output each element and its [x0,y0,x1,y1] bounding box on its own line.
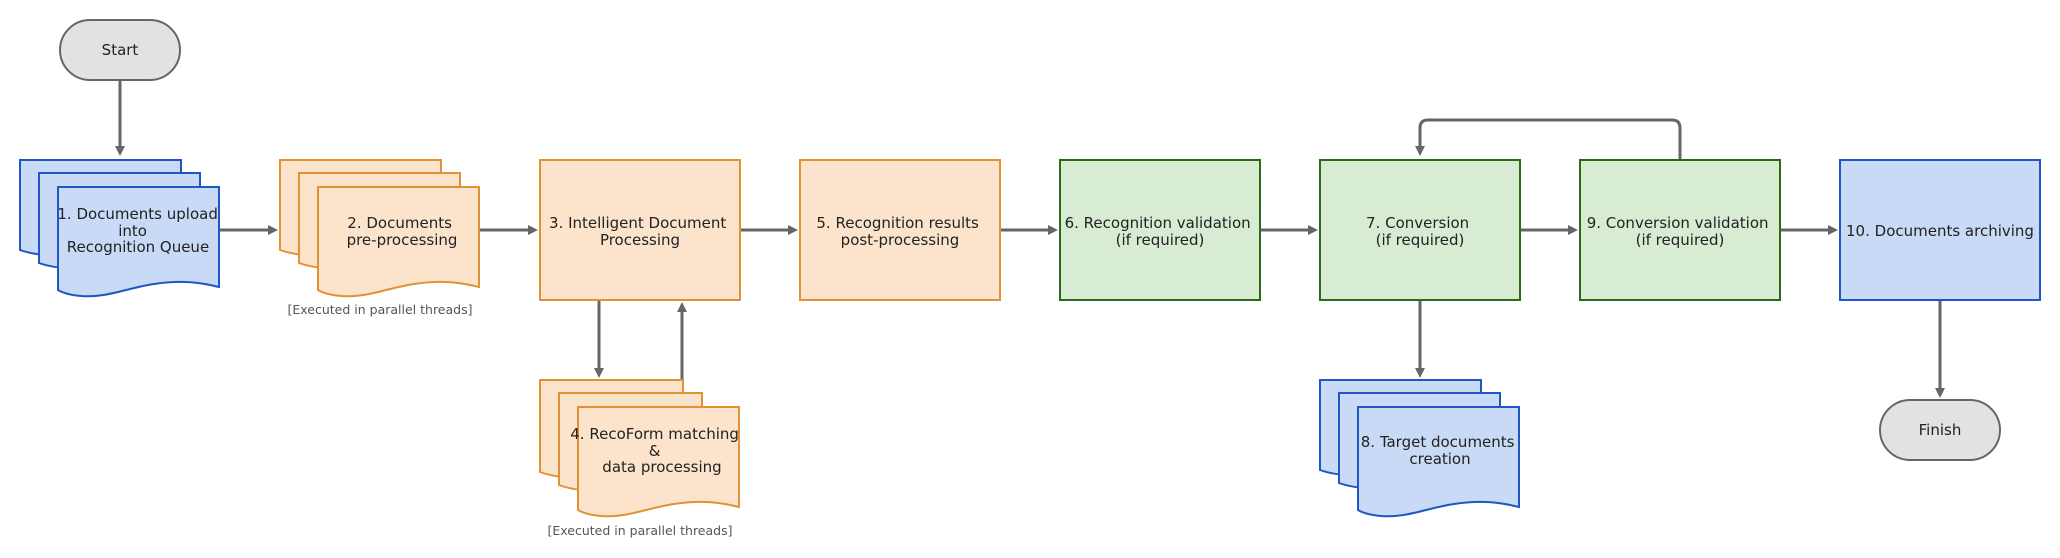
step-3-intelligent-document-processing: 3. Intelligent Document Processing [539,159,741,301]
step-3-line-1: 3. Intelligent Document [549,214,726,232]
svg-text:6. Recognition validation: 6. Recognition validation (if required) [1065,214,1256,249]
step-7-conversion: 7. Conversion (if required) [1319,159,1521,301]
svg-text:8. Target documents crea: 8. Target documents creation [1361,433,1520,468]
step-1-line-2: into [118,222,147,240]
step-1-line-3: Recognition Queue [67,238,209,256]
step-1-documents-upload: 1. Documents upload into Recognition Que… [19,159,222,298]
svg-text:7. Conversion (if requir: 7. Conversion (if required) [1366,214,1474,249]
step-2-line-1: 2. Documents [347,214,452,232]
step-5-line-2: post-processing [841,231,960,249]
step-9-line-2: (if required) [1636,231,1725,249]
svg-text:10. Documents archiving: 10. Documents archiving [1846,222,2034,240]
step-8-target-documents-creation: 8. Target documents creation [1319,379,1520,518]
svg-text:4. RecoForm matching &: 4. RecoForm matching & data processing [570,425,743,476]
start-terminal: Start [59,19,181,81]
step-6-line-1: 6. Recognition validation [1065,214,1251,232]
step-6-recognition-validation: 6. Recognition validation (if required) [1059,159,1261,301]
svg-text:3. Intelligent Document: 3. Intelligent Document Processing [549,214,731,249]
step-2-documents-preprocessing: 2. Documents pre-processing [279,159,480,298]
parallel-threads-note-1: [Executed in parallel threads] [288,302,473,317]
step-3-line-2: Processing [600,231,680,249]
step-1-line-1: 1. Documents upload [57,205,217,223]
step-2-line-2: pre-processing [347,231,458,249]
edge-9-loop-to-7 [1415,118,1682,160]
step-8-line-2: creation [1409,450,1470,468]
finish-terminal: Finish [1879,399,2001,461]
step-5-recognition-results-postprocessing: 5. Recognition results post-processing [799,159,1001,301]
step-9-conversion-validation: 9. Conversion validation (if required) [1579,159,1781,301]
svg-text:Start: Start [102,41,139,59]
finish-label: Finish [1919,421,1962,439]
svg-text:5. Recognition results p: 5. Recognition results post-processing [816,214,983,249]
step-4-line-1: 4. RecoForm matching [570,425,739,443]
svg-text:9. Conversion validation: 9. Conversion validation (if required) [1587,214,1774,249]
step-7-line-2: (if required) [1376,231,1465,249]
start-label: Start [102,41,139,59]
step-10-line-1: 10. Documents archiving [1846,222,2034,240]
edges [115,80,1945,398]
step-5-line-1: 5. Recognition results [816,214,979,232]
step-4-line-2: & [649,442,661,460]
step-6-line-2: (if required) [1116,231,1205,249]
step-10-documents-archiving: 10. Documents archiving [1839,159,2041,301]
step-9-line-1: 9. Conversion validation [1587,214,1769,232]
svg-text:1. Documents upload into: 1. Documents upload into Recognition Que… [57,205,222,256]
svg-text:2. Documents pre-process: 2. Documents pre-processing [347,214,458,249]
parallel-threads-note-2: [Executed in parallel threads] [548,523,733,538]
step-8-line-1: 8. Target documents [1361,433,1515,451]
step-4-recoform-matching: 4. RecoForm matching & data processing [539,379,743,518]
svg-text:Finish: Finish [1919,421,1962,439]
step-7-line-1: 7. Conversion [1366,214,1469,232]
step-4-line-3: data processing [602,458,721,476]
